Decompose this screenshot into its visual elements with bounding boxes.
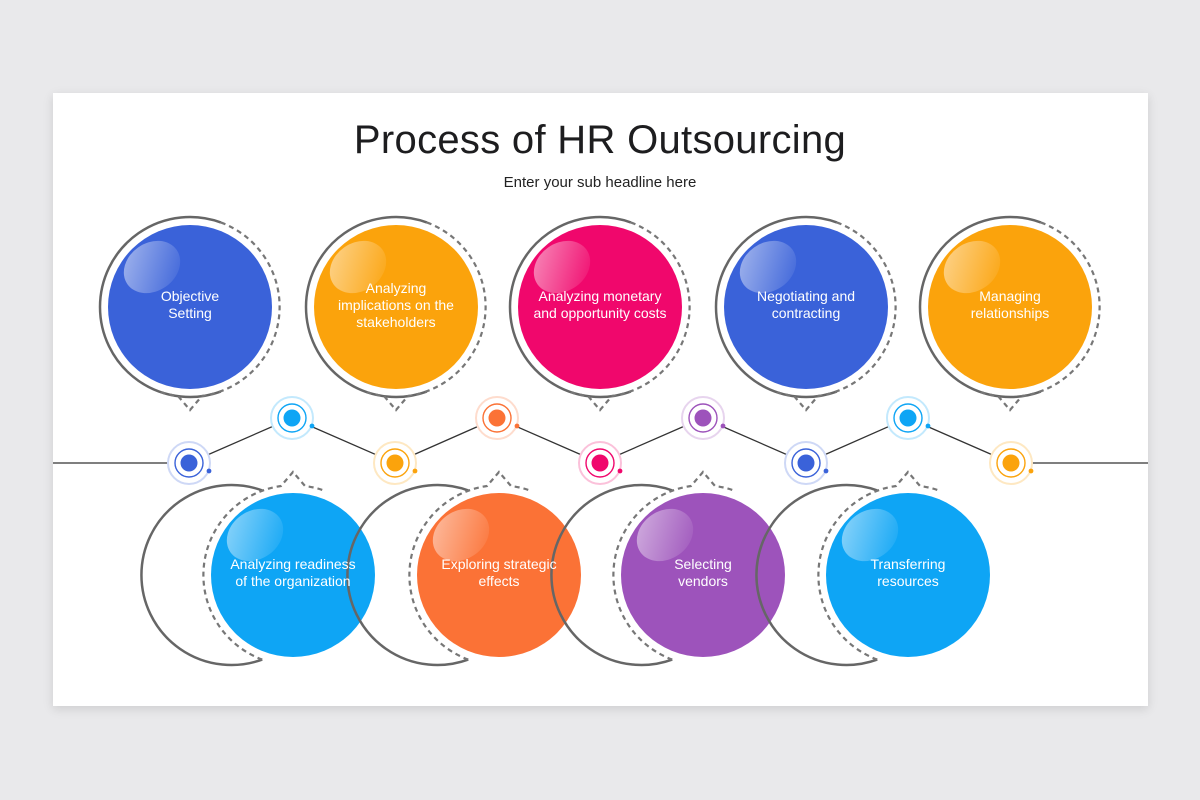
timeline-node-1 — [167, 441, 212, 485]
bubble-gloss — [432, 508, 490, 562]
step-label-7: Negotiating and contracting — [756, 288, 856, 321]
step-label-9: Managing relationships — [970, 288, 1050, 321]
step-label-8: Transferring resources — [870, 556, 946, 589]
bubble-gloss — [226, 508, 284, 562]
bubble-gloss — [636, 508, 694, 562]
timeline-node-9 — [989, 441, 1034, 485]
step-label-3: Analyzing implications on the stakeholde… — [338, 279, 454, 330]
bubble-ring — [755, 483, 878, 667]
bubble-ring — [140, 483, 263, 667]
bubble-gloss — [329, 240, 387, 294]
step-bubble-1 — [98, 215, 281, 412]
step-bubble-7 — [714, 215, 897, 412]
bubble-gloss — [739, 240, 797, 294]
bubble-ring — [550, 483, 673, 667]
bubble-gloss — [841, 508, 899, 562]
step-label-1: Objective Setting — [160, 288, 220, 321]
bubble-gloss — [533, 240, 591, 294]
bubble-gloss — [943, 240, 1001, 294]
step-label-6: Selecting vendors — [674, 556, 732, 589]
step-bubble-4 — [346, 470, 581, 667]
timeline-node-5 — [578, 441, 623, 485]
step-bubble-5 — [508, 215, 691, 412]
step-bubble-2 — [140, 470, 375, 667]
timeline-node-3 — [373, 441, 418, 485]
step-bubble-6 — [550, 470, 785, 667]
timeline-node-8 — [886, 396, 931, 440]
page-title: Process of HR Outsourcing — [353, 118, 847, 162]
page-subtitle: Enter your sub headline here — [503, 174, 697, 191]
timeline-node-4 — [475, 396, 520, 440]
timeline-node-7 — [784, 441, 829, 485]
bubble-ring — [346, 483, 469, 667]
timeline-node-6 — [681, 396, 726, 440]
step-bubble-3 — [304, 215, 487, 412]
step-label-4: Exploring strategic effects — [441, 556, 557, 589]
step-bubble-8 — [755, 470, 990, 667]
step-bubble-9 — [918, 215, 1101, 412]
step-label-2: Analyzing readiness of the organization — [230, 556, 356, 589]
step-label-5: Analyzing monetary and opportunity costs — [533, 288, 667, 321]
bubble-gloss — [123, 240, 181, 294]
timeline-node-2 — [270, 396, 315, 440]
